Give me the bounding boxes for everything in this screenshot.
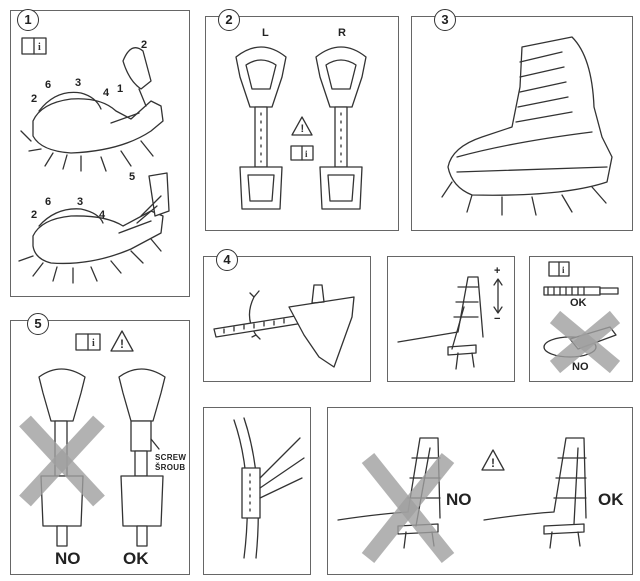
book-info-icon: i	[75, 333, 101, 351]
svg-text:i: i	[92, 338, 95, 349]
panel-step-2: 2 L R ! i	[205, 9, 399, 231]
panel-step-4-height: + −	[387, 256, 515, 382]
label-3-bottom: 3	[77, 196, 84, 208]
label-5-bottom: 5	[129, 171, 136, 183]
grinder-tool-icon	[543, 310, 621, 374]
svg-text:i: i	[305, 149, 308, 159]
label-4-top: 4	[103, 87, 110, 99]
warning-triangle-icon: !	[110, 330, 134, 352]
label-no-grinder: NO	[572, 361, 589, 373]
book-info-icon: i	[548, 261, 570, 277]
label-ok: OK	[123, 549, 149, 568]
file-tool-icon	[543, 286, 619, 296]
crampon-pair-drawing	[235, 46, 367, 210]
label-no-heel: NO	[446, 490, 472, 509]
book-info-icon: i	[21, 37, 47, 55]
label-1-top: 1	[117, 83, 124, 95]
label-6-bottom: 6	[45, 196, 52, 208]
label-sroub: ŠROUB	[155, 463, 186, 472]
boot-with-crampon-drawing	[441, 36, 613, 216]
boot-heel-adjust-drawing	[397, 276, 503, 370]
step-number-2: 2	[218, 9, 240, 31]
label-2-bottom-left: 2	[31, 209, 38, 221]
crampon-upper-drawing	[20, 47, 164, 172]
label-minus: −	[494, 313, 501, 325]
panel-strap-detail	[203, 407, 311, 575]
label-4-bottom: 4	[99, 209, 106, 221]
label-2-top: 2	[141, 39, 148, 51]
svg-text:!: !	[120, 337, 124, 351]
crampon-no-ok-drawing	[19, 368, 166, 547]
step-number-4: 4	[216, 249, 238, 271]
step-number-3: 3	[434, 9, 456, 31]
label-ok-heel: OK	[598, 490, 624, 509]
label-ok-file: OK	[570, 297, 587, 309]
svg-text:!: !	[301, 123, 305, 135]
warning-triangle-icon: !	[291, 116, 313, 136]
heel-clip-comparison-drawing	[337, 437, 587, 563]
svg-text:i: i	[562, 265, 565, 275]
label-right: R	[338, 27, 346, 39]
svg-text:!: !	[491, 456, 495, 470]
panel-step-4-tools: i OK NO	[529, 256, 633, 382]
panel-step-4-adjust: 4	[203, 249, 371, 382]
step-number-1: 1	[17, 9, 39, 31]
label-plus: +	[494, 265, 501, 277]
svg-text:i: i	[38, 42, 41, 53]
panel-step-1: 1 i 2 6 3 4 1 2 5 6 3 4 2	[10, 9, 190, 297]
panel-step-5: 5 i ! SCREW ŠROUB NO OK	[10, 313, 190, 575]
label-left: L	[262, 27, 269, 39]
panel-step-3: 3	[411, 9, 633, 231]
label-2-left: 2	[31, 93, 38, 105]
label-screw: SCREW	[155, 453, 187, 462]
label-6-top: 6	[45, 79, 52, 91]
crampon-lower-drawing	[18, 172, 170, 284]
warning-triangle-icon: !	[481, 449, 505, 471]
label-3-top: 3	[75, 77, 82, 89]
step-number-5: 5	[27, 313, 49, 335]
strap-buckle-drawing	[233, 417, 305, 559]
adjust-arrows-icon	[213, 284, 355, 368]
book-info-icon: i	[290, 145, 314, 161]
label-no: NO	[55, 549, 81, 568]
panel-heel-no-ok: ! NO OK	[327, 407, 633, 575]
